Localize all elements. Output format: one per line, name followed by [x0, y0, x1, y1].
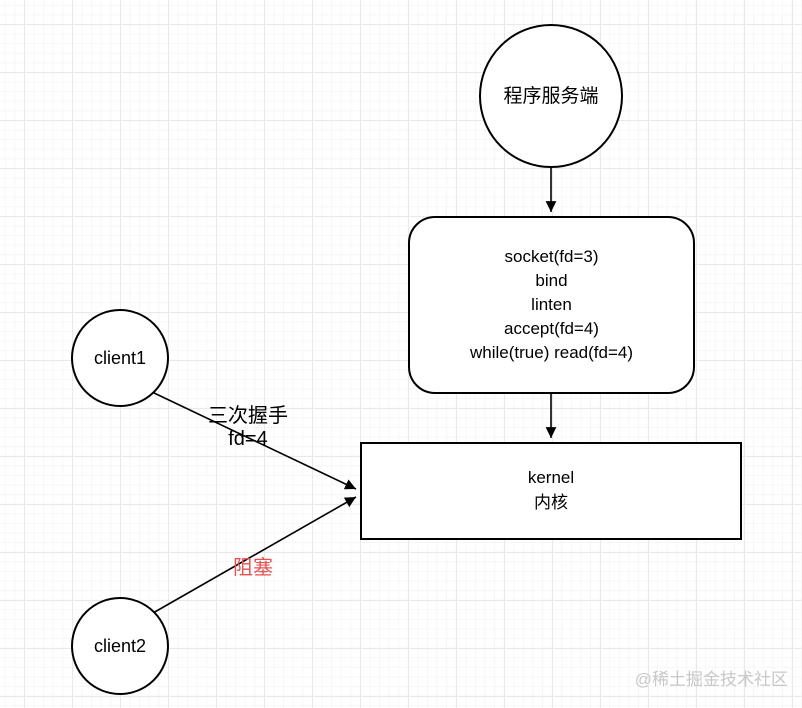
edge-client2-to-kernel — [152, 496, 357, 614]
client2-node-label: client2 — [93, 636, 147, 656]
blocked-edge-label: 阻塞 — [233, 557, 273, 579]
handshake-edge-label: 三次握手 fd=4 — [189, 405, 307, 451]
process-line-socket: socket(fd=3) — [504, 247, 599, 266]
kernel-node-text: kernel 内核 — [361, 465, 741, 515]
process-line-accept: accept(fd=4) — [504, 319, 599, 338]
server-node-circle — [479, 24, 623, 168]
kernel-line-zh: 内核 — [534, 493, 568, 512]
process-node-text: socket(fd=3) bind linten accept(fd=4) wh… — [409, 245, 694, 365]
kernel-node-rect — [360, 442, 742, 540]
handshake-edge-label-line1: 三次握手 — [208, 405, 288, 427]
client1-node-circle — [71, 309, 169, 407]
handshake-edge-label-line2: fd=4 — [228, 428, 268, 450]
process-line-listen: linten — [531, 295, 572, 314]
process-line-bind: bind — [535, 271, 568, 290]
process-line-read-loop: while(true) read(fd=4) — [470, 343, 633, 362]
client2-node-circle — [71, 597, 169, 695]
server-node-label: 程序服务端 — [503, 86, 599, 107]
client1-node-label: client1 — [93, 348, 147, 368]
kernel-line-en: kernel — [527, 468, 575, 487]
watermark-text: @稀土掘金技术社区 — [634, 670, 788, 689]
edge-client1-to-kernel — [151, 391, 357, 490]
process-node-rect — [408, 216, 695, 394]
